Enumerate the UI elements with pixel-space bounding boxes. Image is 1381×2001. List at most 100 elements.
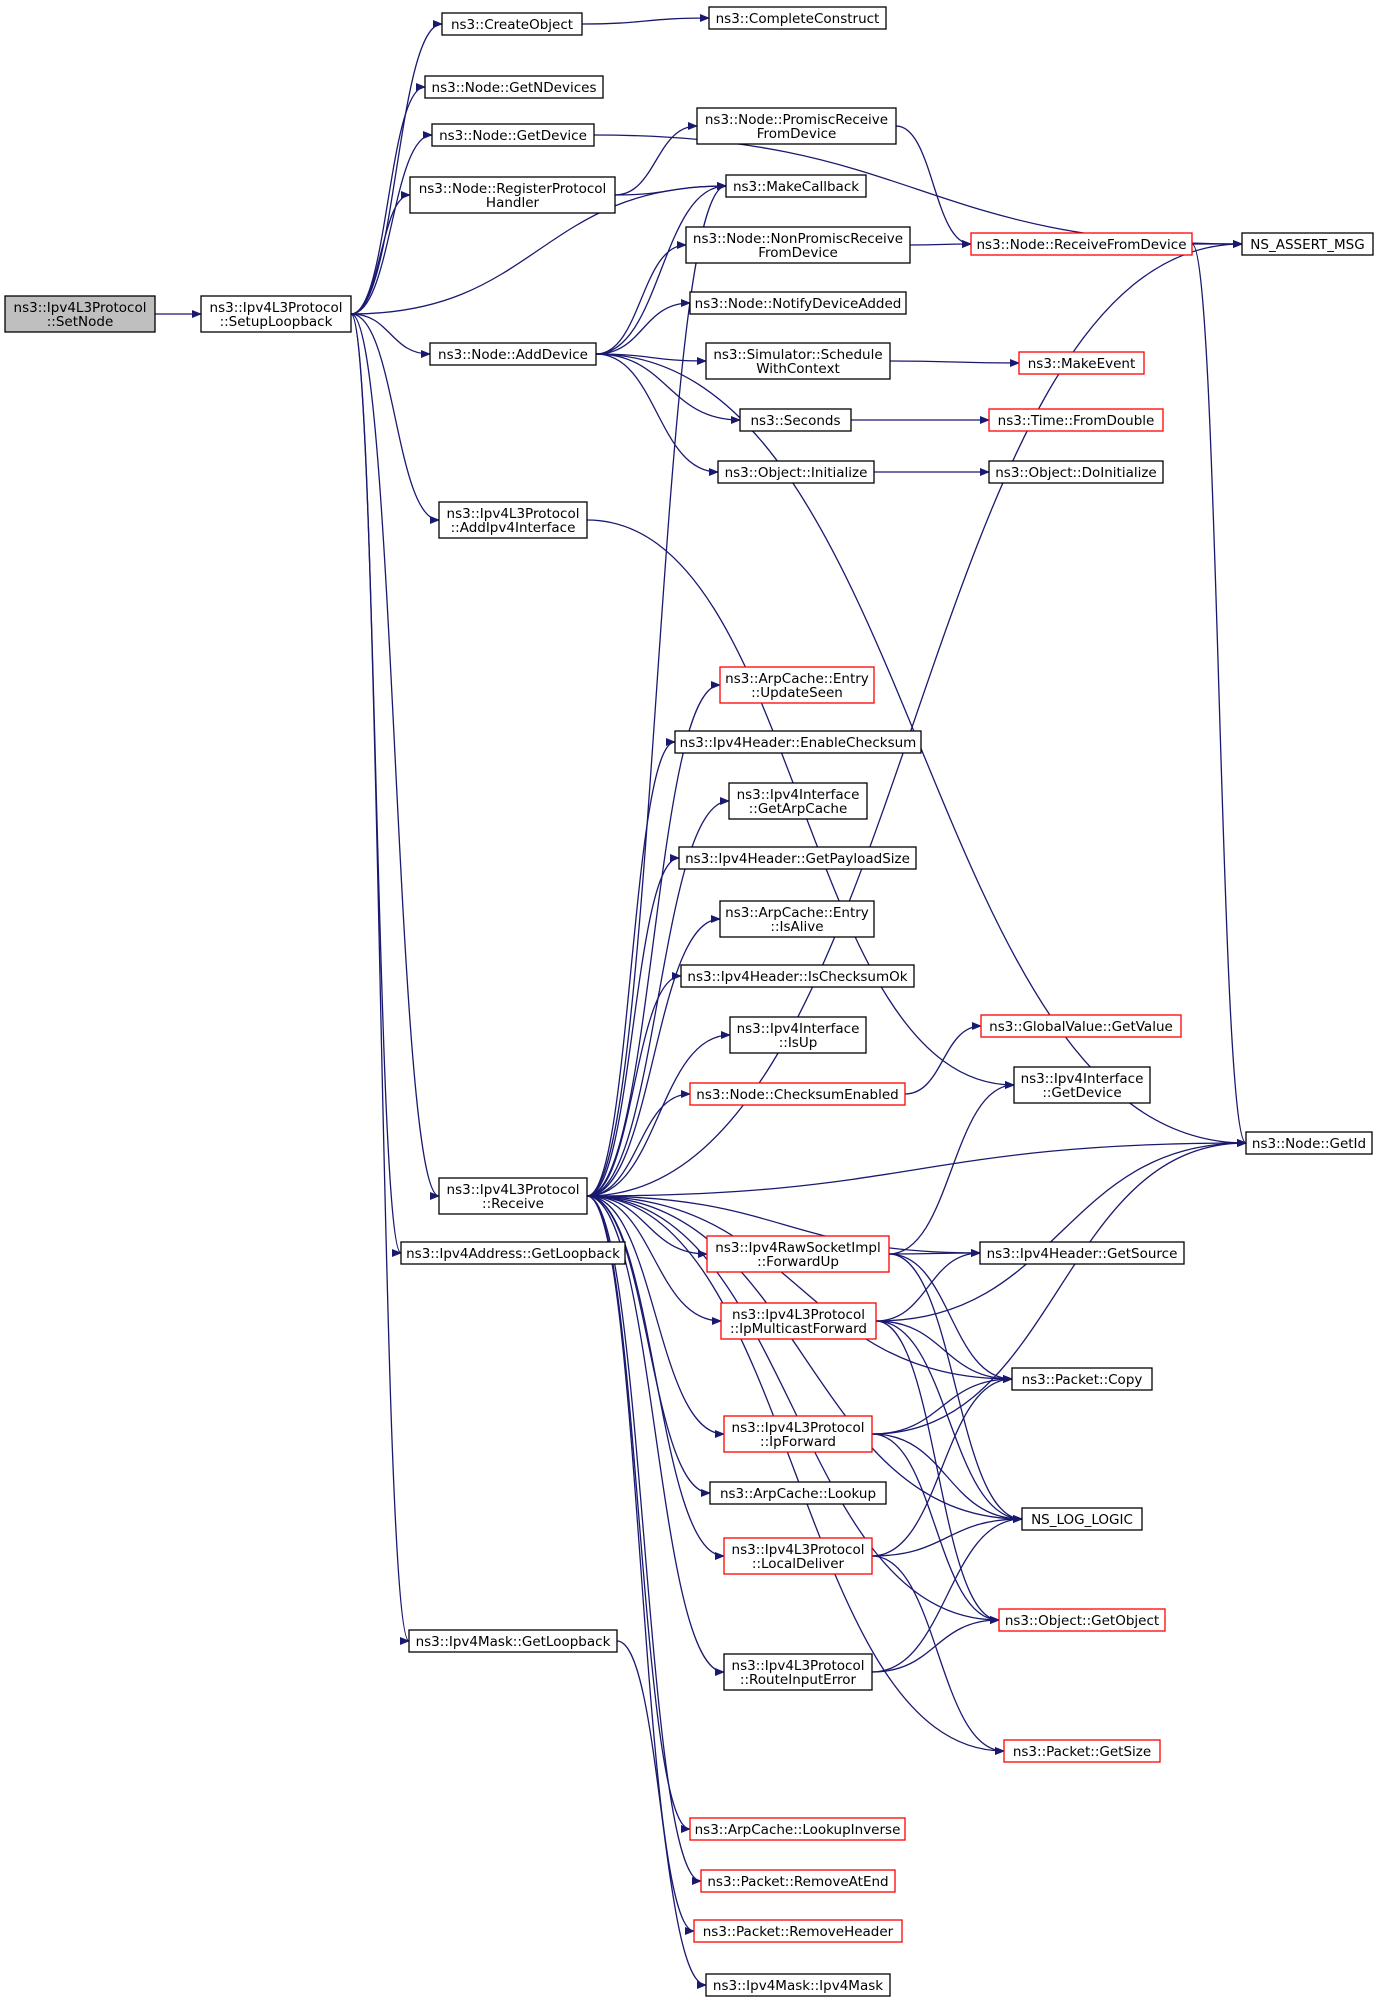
node-box [1021, 1507, 1143, 1531]
node-label: ns3::Ipv4L3Protocol [210, 300, 343, 316]
function-node-getsize[interactable]: ns3::Packet::GetSize [1003, 1739, 1161, 1763]
function-node-enablechecksum[interactable]: ns3::Ipv4Header::EnableChecksum [674, 730, 922, 754]
function-node-mask_getloopback[interactable]: ns3::Ipv4Mask::GetLoopback [408, 1629, 618, 1653]
function-node-setnode[interactable]: ns3::Ipv4L3Protocol::SetNode [4, 295, 156, 333]
node-box [1245, 1131, 1373, 1155]
node-box [678, 846, 917, 870]
function-node-updateseen[interactable]: ns3::ArpCache::Entry::UpdateSeen [719, 666, 875, 704]
function-node-arplookup[interactable]: ns3::ArpCache::Lookup [709, 1481, 887, 1505]
node-label: ns3::Packet::RemoveHeader [703, 1924, 894, 1940]
call-edge-ipmulticastforward-to-getsource [875, 1249, 981, 1322]
node-label: ns3::Node::PromiscReceive [705, 112, 888, 128]
call-edge-receive-to-ischecksumok [586, 972, 682, 1197]
call-edge-setuploopback-to-createobject [350, 20, 443, 315]
function-node-getsource[interactable]: ns3::Ipv4Header::GetSource [979, 1241, 1185, 1265]
node-label: ::IpMulticastForward [730, 1321, 867, 1337]
node-label: FromDevice [757, 126, 837, 142]
function-node-getpayloadsize[interactable]: ns3::Ipv4Header::GetPayloadSize [678, 846, 917, 870]
node-label: WithContext [756, 361, 840, 377]
node-label: ::AddIpv4Interface [451, 520, 576, 536]
function-node-notifydeviceadded[interactable]: ns3::Node::NotifyDeviceAdded [689, 291, 907, 315]
node-label: ns3::Ipv4Header::GetPayloadSize [685, 851, 910, 867]
node-box [700, 1869, 896, 1893]
node-label: ns3::Ipv4L3Protocol [732, 1658, 865, 1674]
function-node-setuploopback[interactable]: ns3::Ipv4L3Protocol::SetupLoopback [200, 295, 352, 333]
function-node-completeconstruct[interactable]: ns3::CompleteConstruct [708, 6, 887, 30]
function-node-routeinputerror[interactable]: ns3::Ipv4L3Protocol::RouteInputError [723, 1653, 873, 1691]
node-label: ::ForwardUp [757, 1254, 839, 1270]
function-node-makecallback[interactable]: ns3::MakeCallback [725, 174, 867, 198]
function-node-makeevent[interactable]: ns3::MakeEvent [1018, 351, 1145, 375]
function-node-fromdouble[interactable]: ns3::Time::FromDouble [988, 408, 1164, 432]
function-node-packetcopy[interactable]: ns3::Packet::Copy [1011, 1367, 1153, 1391]
call-edge-schedulewithcontext-to-makeevent [889, 358, 1020, 367]
function-node-getdevice_node[interactable]: ns3::Node::GetDevice [431, 123, 595, 147]
function-node-getdevice_iface[interactable]: ns3::Ipv4Interface::GetDevice [1013, 1066, 1151, 1104]
call-edge-receive-to-removeheader [586, 1195, 695, 1935]
function-node-isalive[interactable]: ns3::ArpCache::Entry::IsAlive [719, 900, 875, 938]
node-label: ns3::CreateObject [451, 17, 573, 33]
node-box [988, 460, 1164, 484]
node-label: ::Receive [482, 1196, 544, 1212]
function-node-nsassert[interactable]: NS_ASSERT_MSG [1241, 232, 1374, 256]
function-node-getndevices[interactable]: ns3::Node::GetNDevices [424, 75, 604, 99]
node-label: Handler [486, 195, 540, 211]
node-box [719, 900, 875, 938]
call-edge-receive-to-getobject [586, 1195, 1000, 1624]
function-node-localdeliver[interactable]: ns3::Ipv4L3Protocol::LocalDeliver [723, 1537, 873, 1575]
function-node-ipmulticastforward[interactable]: ns3::Ipv4L3Protocol::IpMulticastForward [720, 1302, 877, 1340]
node-box [400, 1241, 626, 1265]
node-box [708, 6, 887, 30]
call-edge-setuploopback-to-makecallback [350, 182, 727, 315]
function-node-getobject[interactable]: ns3::Object::GetObject [998, 1608, 1166, 1632]
function-node-receive[interactable]: ns3::Ipv4L3Protocol::Receive [438, 1177, 588, 1215]
function-node-doinitialize[interactable]: ns3::Object::DoInitialize [988, 460, 1164, 484]
call-edge-ipforward-to-nsloglogic [871, 1433, 1023, 1523]
function-node-isup[interactable]: ns3::Ipv4Interface::IsUp [729, 1016, 867, 1054]
function-node-addipv4interface[interactable]: ns3::Ipv4L3Protocol::AddIpv4Interface [438, 501, 588, 539]
function-node-ipv4mask[interactable]: ns3::Ipv4Mask::Ipv4Mask [705, 1973, 891, 1997]
function-node-forwardup[interactable]: ns3::Ipv4RawSocketImpl::ForwardUp [706, 1235, 890, 1273]
function-node-getid[interactable]: ns3::Node::GetId [1245, 1131, 1373, 1155]
function-node-addr_getloopback[interactable]: ns3::Ipv4Address::GetLoopback [400, 1241, 626, 1265]
node-label: ns3::Ipv4RawSocketImpl [715, 1240, 880, 1256]
function-node-lookupinverse[interactable]: ns3::ArpCache::LookupInverse [689, 1817, 906, 1841]
call-edge-receive-to-updateseen [586, 681, 721, 1197]
node-box [200, 295, 352, 333]
node-box [429, 342, 597, 366]
node-label: ns3::Ipv4L3Protocol [447, 1182, 580, 1198]
node-label: ns3::ArpCache::LookupInverse [695, 1822, 901, 1838]
function-node-nsloglogic[interactable]: NS_LOG_LOGIC [1021, 1507, 1143, 1531]
node-label: ns3::Packet::RemoveAtEnd [707, 1874, 888, 1890]
node-box [705, 342, 891, 380]
function-node-removeatend[interactable]: ns3::Packet::RemoveAtEnd [700, 1869, 896, 1893]
function-node-removeheader[interactable]: ns3::Packet::RemoveHeader [693, 1919, 903, 1943]
node-box [723, 1537, 873, 1575]
call-edge-forwardup-to-getdevice_iface [888, 1081, 1015, 1255]
call-edge-receive-to-enablechecksum [586, 738, 676, 1197]
call-edge-setuploopback-to-registerprotocol [350, 191, 411, 315]
node-label: ns3::Ipv4Interface [1021, 1071, 1144, 1087]
node-label: ns3::Ipv4Mask::Ipv4Mask [713, 1978, 883, 1994]
node-box [998, 1608, 1166, 1632]
function-node-initialize[interactable]: ns3::Object::Initialize [717, 460, 875, 484]
function-node-globalvalue[interactable]: ns3::GlobalValue::GetValue [980, 1014, 1182, 1038]
function-node-getarpcache[interactable]: ns3::Ipv4Interface::GetArpCache [728, 782, 868, 820]
function-node-ipforward[interactable]: ns3::Ipv4L3Protocol::IpForward [723, 1415, 873, 1453]
function-node-checksumenabled[interactable]: ns3::Node::ChecksumEnabled [689, 1082, 906, 1106]
function-node-receivefromdevice[interactable]: ns3::Node::ReceiveFromDevice [970, 232, 1193, 256]
node-box [1241, 232, 1374, 256]
call-edge-receive-to-ipmulticastforward [586, 1195, 722, 1325]
function-node-adddevice[interactable]: ns3::Node::AddDevice [429, 342, 597, 366]
call-edge-receive-to-getid [586, 1139, 1247, 1197]
function-node-createobject[interactable]: ns3::CreateObject [441, 12, 583, 36]
node-label: ::GetDevice [1042, 1085, 1121, 1101]
node-box [438, 501, 588, 539]
call-edge-receive-to-getsource [586, 1195, 981, 1257]
function-node-seconds[interactable]: ns3::Seconds [739, 408, 852, 432]
function-node-ischecksumok[interactable]: ns3::Ipv4Header::IsChecksumOk [680, 964, 915, 988]
